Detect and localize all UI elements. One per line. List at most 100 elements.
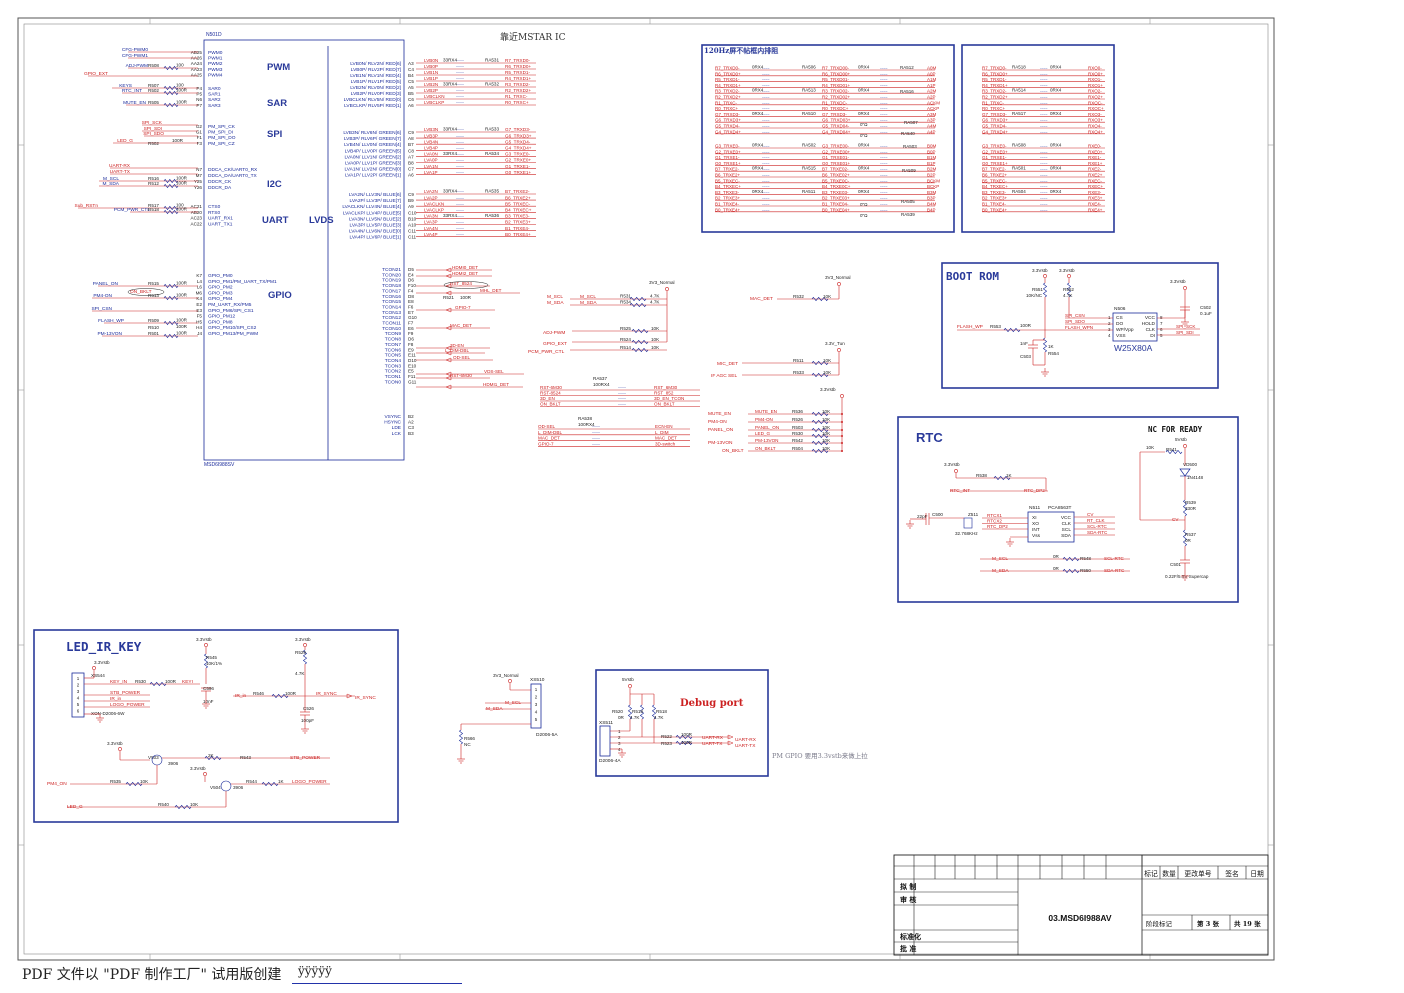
box-title: 120Hz屏不帖框内排阻 <box>704 46 778 55</box>
resistor <box>629 302 647 308</box>
ra-ref: RA539 <box>901 212 915 217</box>
label: G4_TRXD4+ <box>715 129 741 134</box>
ic-pin-num: C10 <box>408 210 417 215</box>
net-label: KEYS <box>119 83 132 89</box>
power-port <box>1067 274 1071 278</box>
label: ~~~~ <box>880 78 888 82</box>
resistor <box>302 649 308 665</box>
ic-pin-num: A7 <box>408 154 414 159</box>
label: 3.3Vstb <box>94 660 110 665</box>
label: 3.3Vstb <box>944 462 960 467</box>
ra-ref: RA532 <box>485 82 499 87</box>
label: RXEC- <box>1088 178 1103 183</box>
label: RXO4+ <box>1088 129 1103 134</box>
label: A3P <box>927 118 936 123</box>
power-port <box>203 772 207 776</box>
label: 4.7K <box>650 294 660 299</box>
label: LOGO_POWER <box>292 779 327 785</box>
ic-pin: TCON11 <box>382 321 401 327</box>
title-row: 标准化 <box>899 932 921 941</box>
ic-pin-num: AA24 <box>191 61 203 66</box>
label: 3.3Vstb <box>1059 268 1075 273</box>
ic-pin: SAR0 <box>208 86 221 92</box>
ic-pin: LVB3N/ RLV6N/ GREEN[6] <box>343 130 401 136</box>
lvds-out: G5_TRXD4- <box>505 139 531 144</box>
power-port <box>837 282 841 286</box>
resistor-ref: R507 <box>148 83 159 88</box>
ic-pin: DDCA_CK/UART0_RX <box>208 167 258 173</box>
label: ~~~~ <box>880 96 888 100</box>
lvds-net: LVB2N <box>424 82 438 87</box>
label: R4_TRXD01+ <box>822 83 851 88</box>
label: 2K <box>208 753 215 758</box>
label: RXE2+ <box>1088 173 1103 178</box>
ra-ref: RA534 <box>485 151 499 156</box>
title-header: 数量 <box>1162 869 1176 878</box>
ic-pin: TCON16 <box>382 294 401 300</box>
label: G6_TRXD03+ <box>822 118 851 123</box>
label: R2_TRXD2+ <box>715 95 741 100</box>
label: SCL-RTC <box>1087 524 1108 529</box>
label: B5_TRXEC- <box>982 178 1007 183</box>
ic-pin-num: A9 <box>408 204 414 209</box>
ic-pin: PM_SPI_DI <box>208 130 233 136</box>
lvds-out: B4_TRXEC+ <box>505 208 532 213</box>
resistor-ref: R508 <box>148 63 159 68</box>
label: MAC_DET <box>655 436 677 441</box>
net-label: CFG-PWM0 <box>122 47 148 53</box>
label: R3_TRXD2- <box>982 89 1007 94</box>
label: ~~~~ <box>762 130 770 134</box>
ic-pin: GPIO_PM10/SPI_CS2 <box>208 325 257 331</box>
ic-pin: GPIO_PM6/SPI_CS1 <box>208 308 254 314</box>
label: ~~~~ <box>762 179 770 183</box>
label: 0RX4 <box>858 65 870 70</box>
ic-part: MSD6I988SV <box>204 462 235 468</box>
label: C503 <box>1020 354 1031 359</box>
net-label: PM-13VON <box>97 331 122 337</box>
label: 0RX4 <box>752 189 764 194</box>
ic-pin-num: F10 <box>408 283 416 288</box>
ic-pin-num: F3 <box>197 141 203 146</box>
label: 1K <box>1006 473 1013 478</box>
label: R520 <box>612 709 623 714</box>
label: 10K/NC <box>1026 293 1043 298</box>
label: LED_G <box>755 431 770 436</box>
label: ~~~~ <box>880 130 888 134</box>
ic-pin: TCON6 <box>385 347 402 353</box>
label: 0RX4 <box>752 166 764 171</box>
resistor <box>639 704 645 720</box>
label: 0RX4 <box>858 111 870 116</box>
label: XI <box>1032 515 1037 521</box>
ic-pin-num: B7 <box>408 142 414 147</box>
ra-ref: RA536 <box>485 213 499 218</box>
label: 10K <box>822 438 831 443</box>
label: ~~~~ <box>880 67 888 71</box>
label: ~~~~ <box>1040 119 1048 123</box>
label: 2 <box>1108 321 1111 326</box>
label: RXO2+ <box>1088 95 1103 100</box>
label: 5 <box>77 702 80 707</box>
ic-pin: RTS0 <box>208 210 221 216</box>
label: ~~~~ <box>1040 185 1048 189</box>
label: IR_SYNC <box>355 695 376 701</box>
ic-pin-num: B5 <box>408 91 414 96</box>
label: C501 <box>1170 562 1181 567</box>
label: RXO0+ <box>1088 71 1103 76</box>
resistor-ref: R501 <box>148 331 159 336</box>
label: ~~~~ <box>1040 96 1048 100</box>
lvds-net: LVB3P <box>424 133 438 138</box>
label: A2P <box>927 95 936 100</box>
label: XS510 <box>530 677 545 683</box>
label: ~~~~ <box>618 392 626 396</box>
label: Vss <box>1032 533 1041 539</box>
ra-ref: RA516 <box>900 89 914 94</box>
ic-pin: LVA2P/ LLV3P/ BLUE[7] <box>350 198 401 204</box>
label: 100RX4 <box>578 422 595 427</box>
net-label: SPI_CSN <box>91 306 112 312</box>
label: WP/Vpp <box>1116 327 1134 333</box>
net-label: SPI_SDO <box>143 131 164 137</box>
label: R6_TRXD0+ <box>715 71 741 76</box>
net-flag <box>445 290 452 296</box>
label: R510 <box>148 325 159 330</box>
label: 0RX4 <box>858 88 870 93</box>
